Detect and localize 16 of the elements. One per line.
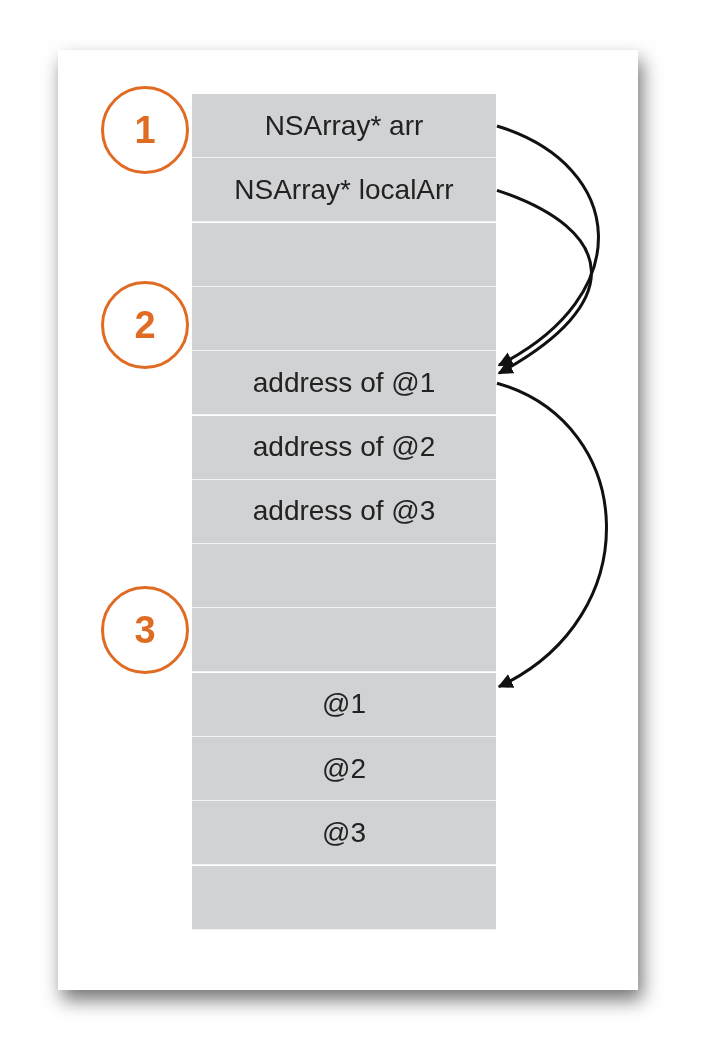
arrow: [496, 381, 608, 688]
memory-cell: address of @3: [192, 479, 496, 544]
memory-cell: @2: [192, 737, 496, 801]
memory-cell: [192, 222, 496, 287]
memory-cell: address of @1: [192, 351, 496, 416]
memory-cell: address of @2: [192, 415, 496, 480]
memory-cell: [192, 286, 496, 351]
memory-cell: @3: [192, 801, 496, 866]
arrow: [496, 124, 600, 367]
memory-cell: [192, 544, 496, 609]
arrow: [496, 188, 593, 375]
memory-cell: @1: [192, 672, 496, 737]
memory-cell: NSArray* localArr: [192, 158, 496, 223]
memory-cell: NSArray* arr: [192, 94, 496, 158]
memory-cell: [192, 608, 496, 673]
memory-cell: [192, 865, 496, 930]
